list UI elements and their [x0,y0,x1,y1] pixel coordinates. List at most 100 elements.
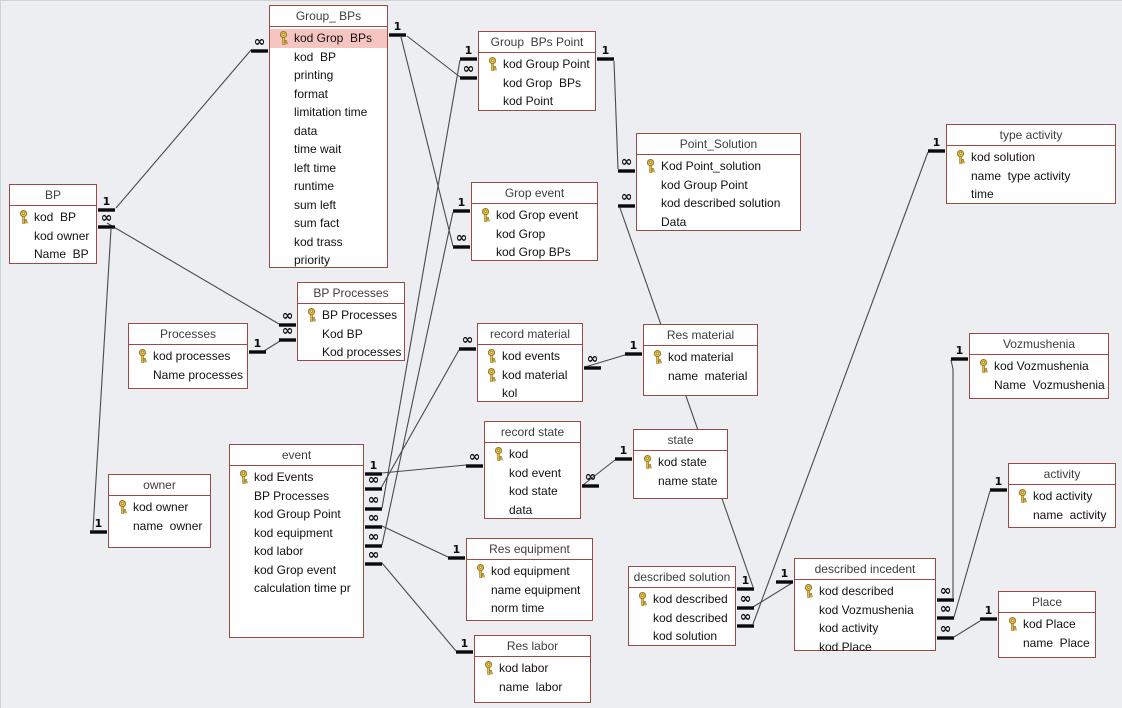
field-row-bp_processes-2[interactable]: Kod processes [298,343,404,362]
field-row-type_activity-0[interactable]: kod solution [947,148,1115,167]
field-row-group_bps-11[interactable]: kod trass [270,233,387,252]
relationship-record-state-to-state[interactable] [582,459,616,486]
field-row-grop_event-1[interactable]: kod Grop [472,225,597,244]
field-row-vozmushenia-0[interactable]: kod Vozmushenia [970,357,1108,376]
table-title-activity[interactable]: activity [1009,464,1115,485]
field-row-event-2[interactable]: kod Group Point [230,505,363,524]
field-row-place-1[interactable]: name Place [999,634,1095,653]
field-row-grop_event-0[interactable]: kod Grop event [472,206,597,225]
field-row-event-3[interactable]: kod equipment [230,524,363,543]
field-row-processes-0[interactable]: kod processes [129,347,247,366]
field-row-bp_processes-1[interactable]: Kod BP [298,325,404,344]
relationship-grop-event-to-event[interactable] [381,211,454,546]
table-title-type_activity[interactable]: type activity [947,125,1115,146]
table-title-described_solution[interactable]: described solution [629,567,735,588]
relationship-owner-to-bp[interactable] [92,228,112,531]
field-row-event-0[interactable]: kod Events [230,468,363,487]
relationship-event-to-record-material[interactable] [380,349,460,489]
field-row-vozmushenia-1[interactable]: Name Vozmushenia [970,376,1108,395]
table-title-res_labor[interactable]: Res labor [475,636,590,657]
table-title-record_state[interactable]: record state [485,422,580,443]
table-title-owner[interactable]: owner [109,475,210,496]
field-row-group_bps-2[interactable]: printing [270,66,387,85]
table-title-res_equipment[interactable]: Res equipment [467,539,592,560]
field-row-point_solution-2[interactable]: kod described solution [637,194,800,213]
relationship-group-bps-point-to-point-solution[interactable] [613,60,619,170]
field-row-group_bps-9[interactable]: sum left [270,196,387,215]
table-title-bp_processes[interactable]: BP Processes [298,283,404,304]
field-row-bp-0[interactable]: kod BP [10,208,96,227]
relationship-described-incedent-to-vozmushenia[interactable] [950,359,954,598]
table-title-group_bps[interactable]: Group_ BPs [270,6,387,27]
table-title-processes[interactable]: Processes [129,324,247,345]
field-row-described_incedent-1[interactable]: kod Vozmushenia [795,601,935,620]
field-row-group_bps-1[interactable]: kod BP [270,48,387,67]
relationship-described-incedent-to-activity[interactable] [953,490,991,618]
field-row-event-6[interactable]: calculation time pr [230,579,363,598]
field-row-point_solution-1[interactable]: kod Group Point [637,176,800,195]
field-row-point_solution-3[interactable]: Data [637,213,800,232]
field-row-record_material-0[interactable]: kod events [478,347,582,366]
field-row-res_material-0[interactable]: kod material [644,348,757,367]
table-title-record_material[interactable]: record material [478,324,582,345]
relationship-bp-to-group-bps[interactable] [115,49,252,209]
field-row-record_material-1[interactable]: kod material [478,366,582,385]
field-row-bp-2[interactable]: Name BP [10,245,96,264]
field-row-state-1[interactable]: name state [634,472,727,491]
relationship-described-solution-to-type-activity[interactable] [752,151,929,625]
field-row-event-1[interactable]: BP Processes [230,487,363,506]
field-row-type_activity-2[interactable]: time [947,185,1115,204]
field-row-res_equipment-2[interactable]: norm time [467,599,592,618]
field-row-group_bps-7[interactable]: left time [270,159,387,178]
relationship-event-to-res-equipment[interactable] [381,525,449,558]
relationship-event-to-res-labor[interactable] [381,562,457,652]
field-row-bp-1[interactable]: kod owner [10,227,96,246]
field-row-res_labor-0[interactable]: kod labor [475,659,590,678]
relationship-bp-to-bp-processes[interactable] [106,222,280,325]
field-row-described_incedent-0[interactable]: kod described [795,582,935,601]
field-row-activity-1[interactable]: name activity [1009,506,1115,525]
relationship-point-solution-to-described-solution[interactable] [619,207,754,588]
field-row-bp_processes-0[interactable]: BP Processes [298,306,404,325]
field-row-res_labor-1[interactable]: name labor [475,678,590,697]
table-title-res_material[interactable]: Res material [644,325,757,346]
field-row-described_incedent-3[interactable]: kod Place [795,638,935,657]
field-row-record_state-2[interactable]: kod state [485,482,580,501]
relationship-processes-to-bp-processes[interactable] [263,340,281,352]
field-row-group_bps-4[interactable]: limitation time [270,103,387,122]
table-title-point_solution[interactable]: Point_Solution [637,134,800,155]
field-row-group_bps-10[interactable]: sum fact [270,214,387,233]
field-row-group_bps-3[interactable]: format [270,85,387,104]
table-title-bp[interactable]: BP [10,185,96,206]
field-row-described_incedent-2[interactable]: kod activity [795,619,935,638]
field-row-type_activity-1[interactable]: name type activity [947,167,1115,186]
field-row-record_state-3[interactable]: data [485,501,580,520]
relationship-described-incedent-to-place[interactable] [953,620,981,638]
field-row-record_state-1[interactable]: kod event [485,464,580,483]
table-title-grop_event[interactable]: Grop event [472,183,597,204]
relationship-described-solution-to-described-incedent[interactable] [752,582,793,608]
field-row-group_bps-12[interactable]: priority [270,251,387,270]
field-row-group_bps-0[interactable]: kod Grop BPs [270,29,387,48]
relationship-group-bps-point-to-event[interactable] [381,59,461,509]
relationship-record-material-to-res-material[interactable] [584,354,626,368]
table-title-described_incedent[interactable]: described incedent [795,559,935,580]
table-title-group_bps_point[interactable]: Group BPs Point [479,32,595,53]
field-row-group_bps_point-0[interactable]: kod Group Point [479,55,595,74]
field-row-place-0[interactable]: kod Place [999,615,1095,634]
field-row-owner-0[interactable]: kod owner [109,498,210,517]
field-row-event-4[interactable]: kod labor [230,542,363,561]
table-title-vozmushenia[interactable]: Vozmushenia [970,334,1108,355]
